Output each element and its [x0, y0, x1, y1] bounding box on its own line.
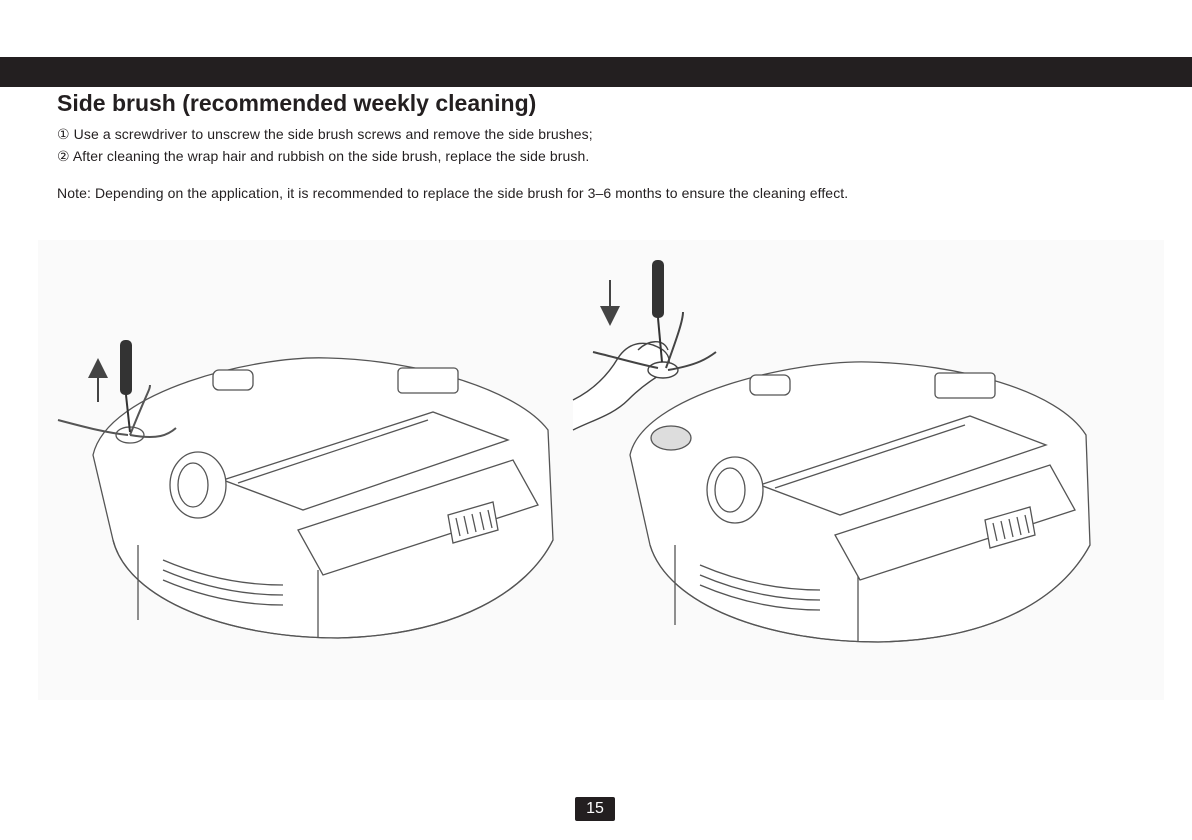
robot-vacuum-left — [58, 358, 553, 638]
page-number: 15 — [575, 797, 615, 821]
page-title: Side brush (recommended weekly cleaning) — [57, 90, 536, 117]
robot-vacuum-right — [630, 362, 1090, 642]
note-text: Note: Depending on the application, it i… — [57, 185, 848, 201]
step-1-text: ① Use a screwdriver to unscrew the side … — [57, 126, 593, 143]
robot-vacuum-illustration — [38, 240, 1164, 700]
illustration-panel — [38, 240, 1164, 700]
step-2-text: ② After cleaning the wrap hair and rubbi… — [57, 148, 589, 165]
header-bar — [0, 57, 1192, 87]
